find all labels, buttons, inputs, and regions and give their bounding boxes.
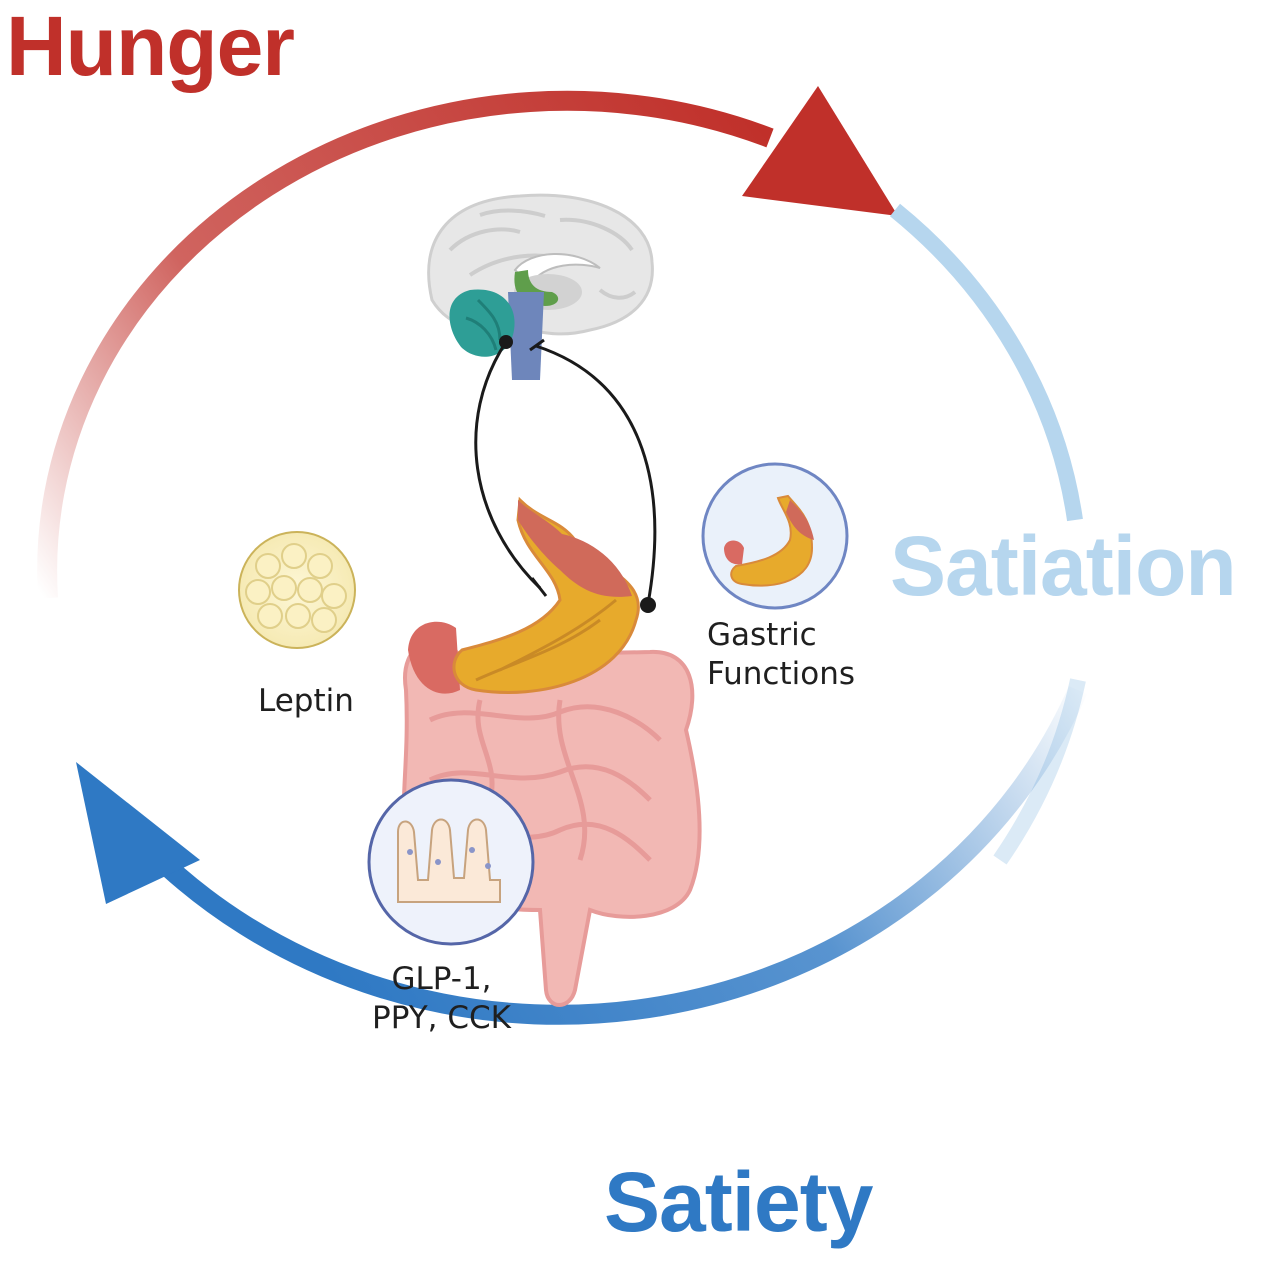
- gastric-functions-line-1: Gastric: [707, 617, 817, 653]
- brain-icon: [427, 193, 654, 380]
- fat-cells-icon: [238, 531, 356, 649]
- intestinal-villi-icon: [367, 778, 535, 946]
- hunger-arrowhead: [742, 86, 898, 216]
- gastric-functions-line-2: Functions: [707, 655, 856, 692]
- hunger-label: Hunger: [6, 0, 295, 93]
- gut-hormones-line-1: GLP-1,: [391, 961, 492, 997]
- nerve-pathway-efferent: [535, 344, 657, 605]
- nerve-terminal-dot: [499, 335, 513, 349]
- hunger-arc: [37, 90, 774, 599]
- nerve-terminal-bar-2: [529, 338, 545, 352]
- satiation-arc: [889, 203, 1083, 522]
- satiety-arrowhead: [76, 762, 200, 904]
- stomach-icon: [452, 496, 640, 694]
- satiation-label: Satiation: [890, 519, 1237, 613]
- gut-hormones-label: GLP-1, PPY, CCK: [372, 960, 511, 1038]
- satiety-arc: [142, 685, 1088, 1025]
- satiety-label: Satiety: [604, 1155, 873, 1249]
- leptin-label: Leptin: [258, 683, 354, 719]
- gut-hormones-line-2: PPY, CCK: [372, 999, 511, 1036]
- nerve-terminal-bar: [530, 577, 548, 597]
- stomach-detail-icon: [701, 462, 849, 610]
- gastric-functions-label: Gastric Functions: [707, 616, 855, 694]
- nerve-terminal-dot-2: [640, 597, 656, 613]
- nerve-pathway-afferent: [474, 341, 542, 590]
